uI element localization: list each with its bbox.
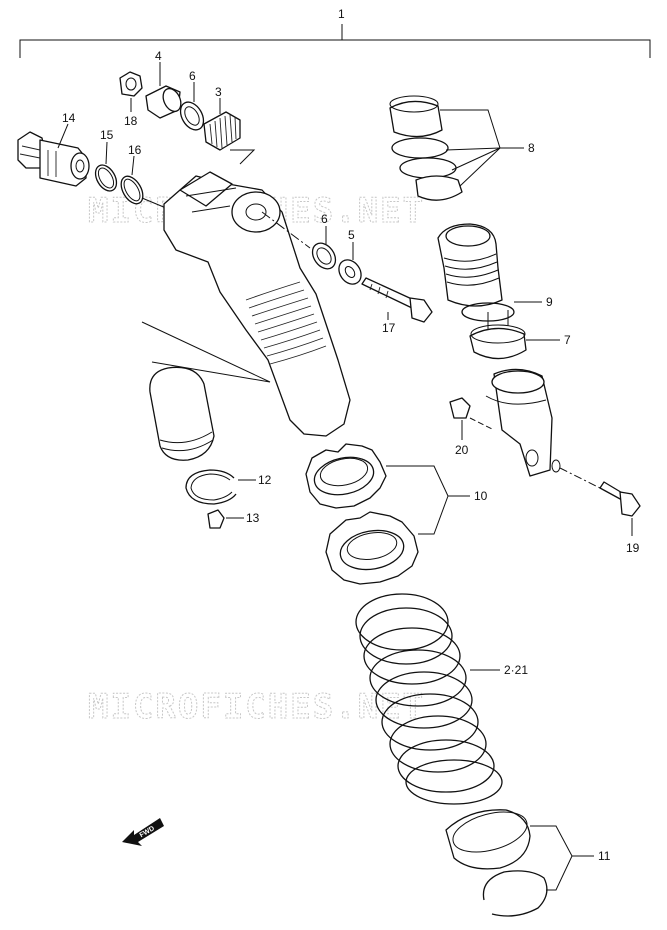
lock-nut-part-10-lower[interactable]	[325, 511, 419, 585]
spring-seat-part-7[interactable]	[469, 310, 527, 360]
callout-7: 7	[564, 333, 571, 347]
spacer-part-4[interactable]	[145, 85, 184, 119]
callout-15: 15	[100, 128, 114, 142]
callout-6-upper: 6	[189, 69, 196, 83]
reservoir-valve-part-14[interactable]	[17, 131, 90, 187]
callout-20: 20	[455, 443, 469, 457]
assembly-bracket	[19, 24, 651, 58]
callout-18: 18	[124, 114, 138, 128]
callout-12: 12	[258, 473, 272, 487]
callout-19: 19	[626, 541, 640, 555]
reservoir-cap	[149, 366, 215, 461]
lower-clevis	[485, 368, 561, 477]
o-ring-part-15[interactable]	[91, 161, 121, 194]
watermark-lower: MICROFICHES.NET	[88, 687, 425, 727]
callout-5: 5	[348, 228, 355, 242]
circlip-part-12[interactable]	[185, 469, 237, 505]
spring-ring-part-11[interactable]	[482, 870, 548, 917]
oil-seal-part-6-upper[interactable]	[176, 98, 208, 134]
o-ring-part-16[interactable]	[117, 173, 148, 208]
callout-3: 3	[215, 85, 222, 99]
callout-16: 16	[128, 143, 142, 157]
shock-body	[163, 171, 351, 437]
oil-seal-part-6-lower[interactable]	[308, 239, 340, 273]
callout-11: 11	[598, 849, 611, 863]
callout-13: 13	[246, 511, 260, 525]
collar-part-18[interactable]	[119, 71, 143, 97]
forward-arrow-icon: FWD	[122, 818, 164, 846]
needle-bearing-part-3[interactable]	[203, 111, 241, 151]
callout-4: 4	[155, 49, 162, 63]
callout-17: 17	[382, 321, 396, 335]
spring-guide-part-11[interactable]	[445, 805, 531, 870]
coil-spring-part-2-21[interactable]	[355, 593, 503, 805]
fwd-label: FWD	[139, 825, 156, 839]
callout-1: 1	[338, 7, 345, 21]
damper-rod-top	[437, 223, 503, 307]
washer-part-5[interactable]	[334, 256, 365, 289]
stopper-rings-part-8[interactable]	[389, 95, 463, 201]
lock-nut-part-10-upper[interactable]	[305, 443, 387, 509]
valve-cap-part-13[interactable]	[207, 509, 225, 529]
callout-9: 9	[546, 295, 553, 309]
bolt-part-19[interactable]	[599, 481, 641, 517]
callout-10: 10	[474, 489, 488, 503]
callout-8: 8	[528, 141, 535, 155]
bolt-part-17[interactable]	[361, 277, 433, 323]
callout-2-21: 2·21	[504, 663, 528, 677]
callout-6-lower: 6	[321, 212, 328, 226]
callout-14: 14	[62, 111, 76, 125]
nut-part-20[interactable]	[449, 397, 471, 419]
